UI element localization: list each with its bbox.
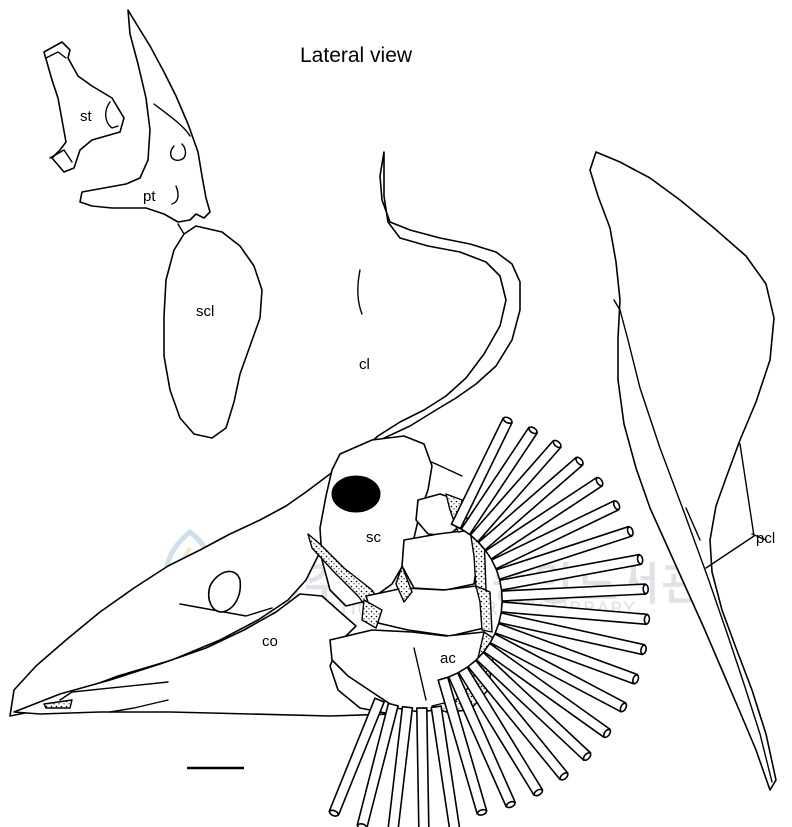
label-ac: ac bbox=[440, 651, 456, 666]
label-pt: pt bbox=[143, 189, 156, 204]
scapular-foramen bbox=[332, 476, 380, 512]
label-pcl: pcl bbox=[756, 531, 775, 546]
fin-ray-tip bbox=[644, 615, 650, 624]
label-co: co bbox=[262, 634, 278, 649]
fin-ray-tip bbox=[643, 584, 648, 593]
label-sc: sc bbox=[366, 530, 381, 545]
postcleithrum-bone bbox=[590, 152, 776, 790]
fin-ray bbox=[417, 708, 429, 827]
figure-title: Lateral view bbox=[300, 44, 412, 68]
supracleithrum-bone bbox=[164, 226, 262, 438]
supratemporal-bone bbox=[44, 42, 124, 172]
label-st: st bbox=[80, 109, 92, 124]
fin-ray-tip bbox=[637, 555, 644, 565]
label-scl: scl bbox=[196, 304, 214, 319]
label-cl: cl bbox=[359, 357, 370, 372]
